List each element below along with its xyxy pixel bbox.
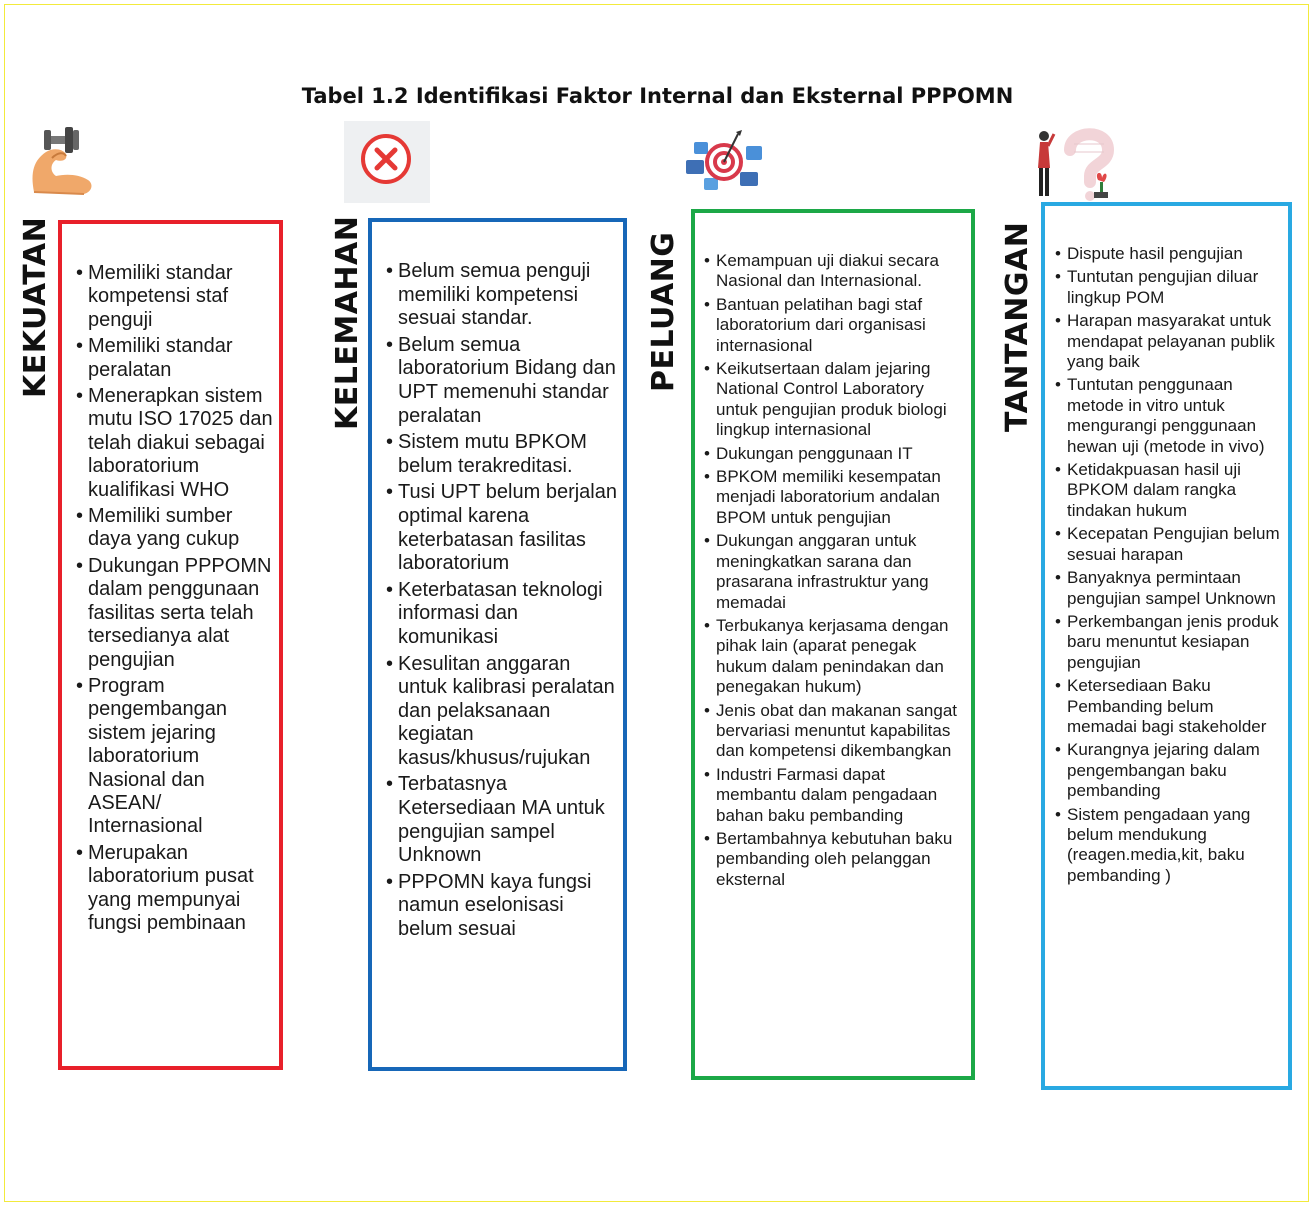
list-item: Kecepatan Pengujian belum sesuai harapan: [1055, 524, 1284, 565]
table-title: Tabel 1.2 Identifikasi Faktor Internal d…: [301, 84, 1014, 108]
list-item: Belum semua laboratorium Bidang dan UPT …: [386, 334, 619, 428]
tantangan-box: Dispute hasil pengujian Tuntutan penguji…: [1041, 202, 1292, 1090]
list-item: Sistem mutu BPKOM belum terakreditasi.: [386, 431, 619, 478]
list-item: Menerapkan sistem mutu ISO 17025 dan tel…: [76, 385, 273, 502]
list-item: Bantuan pelatihan bagi staf laboratorium…: [704, 295, 967, 356]
list-item: Bertambahnya kebutuhan baku pembanding o…: [704, 829, 967, 890]
person-question-mark-icon: [1038, 128, 1115, 201]
list-item: Terbatasnya Ketersediaan MA untuk penguj…: [386, 773, 619, 867]
kelemahan-box: Belum semua penguji memiliki kompetensi …: [368, 218, 627, 1071]
list-item: Tusi UPT belum berjalan optimal karena k…: [386, 481, 619, 575]
list-item: Terbukanya kerjasama dengan pihak lain (…: [704, 616, 967, 698]
list-item: Tuntutan penggunaan metode in vitro untu…: [1055, 375, 1284, 457]
list-item: PPPOMN kaya fungsi namun eselonisasi bel…: [386, 871, 619, 942]
list-item: Sistem pengadaan yang belum mendukung (r…: [1055, 805, 1284, 887]
list-item: Kesulitan anggaran untuk kalibrasi peral…: [386, 653, 619, 771]
label-kekuatan: KEKUATAN: [18, 216, 53, 398]
list-item: Ketidakpuasan hasil uji BPKOM dalam rang…: [1055, 460, 1284, 521]
list-item: Kemampuan uji diakui secara Nasional dan…: [704, 251, 967, 292]
list-item: Tuntutan pengujian diluar lingkup POM: [1055, 267, 1284, 308]
peluang-list: Kemampuan uji diakui secara Nasional dan…: [704, 251, 967, 890]
list-item: Kurangnya jejaring dalam pengembangan ba…: [1055, 740, 1284, 801]
list-item: Keikutsertaan dalam jejaring National Co…: [704, 359, 967, 441]
list-item: Memiliki standar kompetensi staf penguji: [76, 262, 273, 332]
tantangan-list: Dispute hasil pengujian Tuntutan penguji…: [1055, 244, 1284, 887]
red-x-circle-icon: [344, 121, 430, 203]
list-item: BPKOM memiliki kesempatan menjadi labora…: [704, 467, 967, 528]
list-item: Harapan masyarakat untuk mendapat pelaya…: [1055, 311, 1284, 372]
kekuatan-box: Memiliki standar kompetensi staf penguji…: [58, 220, 283, 1070]
list-item: Dispute hasil pengujian: [1055, 244, 1284, 265]
kelemahan-list: Belum semua penguji memiliki kompetensi …: [386, 260, 619, 942]
list-item: Industri Farmasi dapat membantu dalam pe…: [704, 765, 967, 826]
list-item: Keterbatasan teknologi informasi dan kom…: [386, 579, 619, 650]
list-item: Dukungan penggunaan IT: [704, 444, 967, 465]
label-peluang: PELUANG: [646, 231, 681, 392]
kekuatan-list: Memiliki standar kompetensi staf penguji…: [76, 262, 273, 936]
list-item: Ketersediaan Baku Pembanding belum memad…: [1055, 676, 1284, 737]
peluang-box: Kemampuan uji diakui secara Nasional dan…: [691, 209, 975, 1080]
list-item: Dukungan anggaran untuk meningkatkan sar…: [704, 531, 967, 613]
list-item: Dukungan PPPOMN dalam penggunaan fasilit…: [76, 555, 273, 672]
list-item: Banyaknya permintaan pengujian sampel Un…: [1055, 568, 1284, 609]
page-frame: [4, 4, 1309, 1202]
list-item: Program pengembangan sistem jejaring lab…: [76, 675, 273, 839]
list-item: Jenis obat dan makanan sangat bervariasi…: [704, 701, 967, 762]
label-kelemahan: KELEMAHAN: [330, 215, 365, 430]
list-item: Perkembangan jenis produk baru menuntut …: [1055, 612, 1284, 673]
list-item: Merupakan laboratorium pusat yang mempun…: [76, 842, 273, 936]
list-item: Memiliki sumber daya yang cukup: [76, 505, 273, 552]
flexed-arm-dumbbell-icon: [32, 127, 92, 195]
target-puzzle-icon: [686, 130, 762, 190]
list-item: Memiliki standar peralatan: [76, 335, 273, 382]
label-tantangan: TANTANGAN: [1000, 221, 1035, 432]
list-item: Belum semua penguji memiliki kompetensi …: [386, 260, 619, 331]
